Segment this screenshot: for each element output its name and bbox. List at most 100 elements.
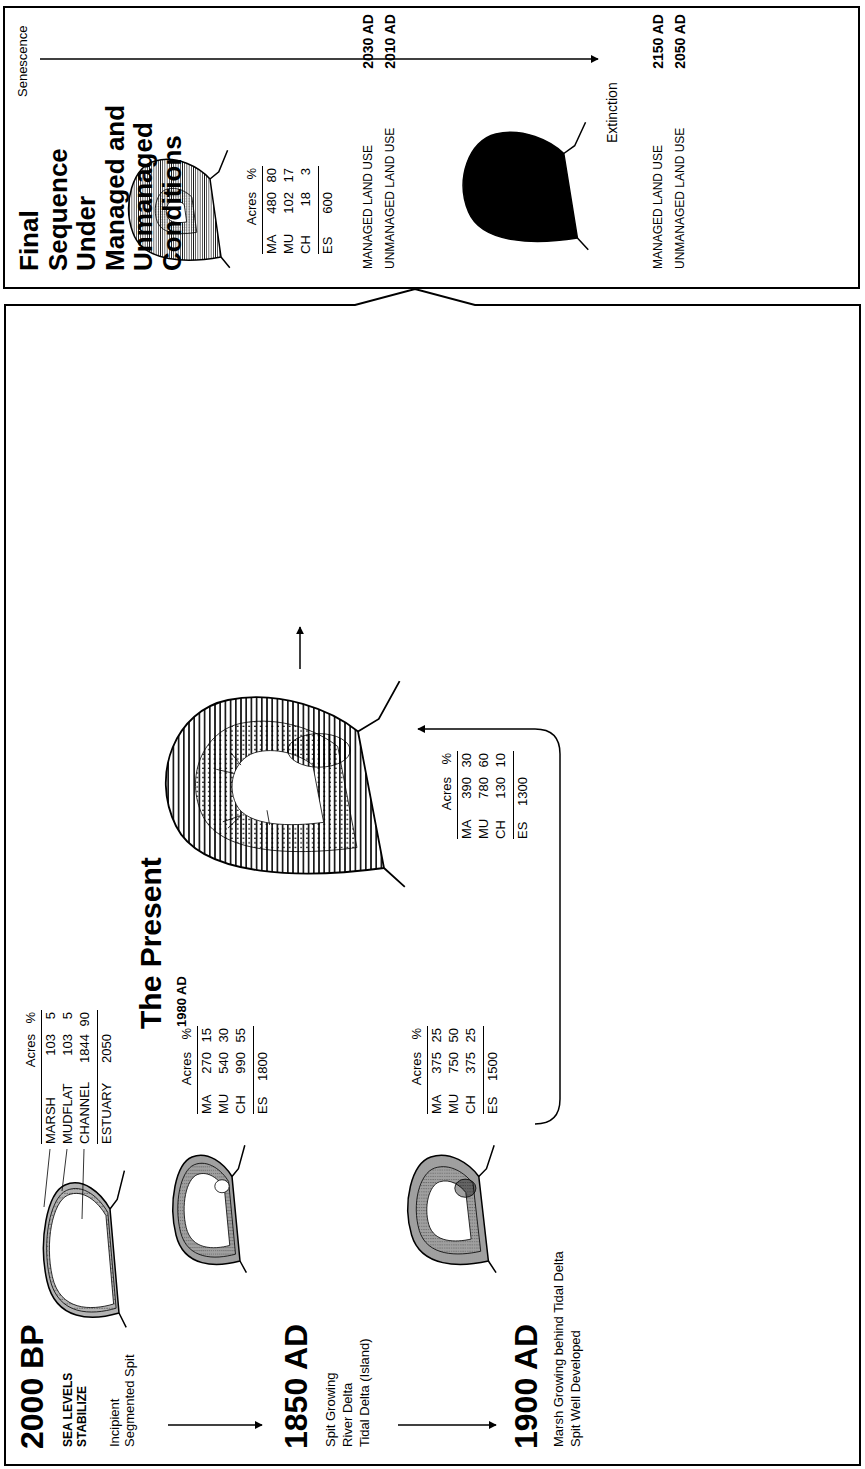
table-cell: MA — [430, 1095, 445, 1115]
table-header: Acres — [440, 777, 455, 810]
table-total: ES — [321, 237, 336, 254]
table-total: 2050 — [100, 1034, 115, 1063]
table-cell: 18 — [299, 192, 314, 206]
stage-note: Spit Growing — [324, 1373, 339, 1447]
table-cell: 270 — [200, 1052, 215, 1074]
table-cell: 30 — [217, 1028, 232, 1042]
map-1900 — [408, 1145, 496, 1272]
table-rule — [483, 1026, 484, 1114]
land-use: UNMANAGED LAND USE — [384, 128, 398, 269]
stage-note: Senescence — [16, 25, 31, 97]
table-cell: 50 — [447, 1028, 462, 1042]
table-header: % — [245, 168, 260, 180]
table-cell: 390 — [460, 777, 475, 799]
table-cell: 130 — [494, 777, 509, 799]
table-cell: MU — [217, 1094, 232, 1114]
stage-heading: 2000 BP — [14, 1324, 51, 1449]
table-cell: 1844 — [78, 1034, 93, 1063]
panel-title: Final Sequence Under Managed and Unmanag… — [15, 86, 187, 271]
table-cell: 10 — [494, 753, 509, 767]
table-total: 1800 — [256, 1052, 271, 1081]
map-1850 — [173, 1145, 247, 1272]
stage-heading: The Present — [134, 857, 169, 1029]
table-cell: 90 — [78, 1012, 93, 1026]
table-cell: CHANNEL — [78, 1082, 93, 1144]
land-use-date: 2010 AD — [382, 14, 398, 69]
table-rule — [427, 1026, 428, 1114]
table-total: 1500 — [486, 1052, 501, 1081]
table-rule — [197, 1026, 198, 1114]
table-total: ES — [256, 1097, 271, 1114]
stage-heading: 1850 AD — [278, 1324, 315, 1449]
table-cell: 5 — [61, 1012, 76, 1019]
table-total: ES — [516, 822, 531, 839]
table-header: % — [180, 1028, 195, 1040]
table-cell: 102 — [282, 192, 297, 214]
final-sequence-panel: Final Sequence Under Managed and Unmanag… — [3, 6, 860, 289]
table-header: % — [410, 1028, 425, 1040]
table-cell: MU — [477, 819, 492, 839]
map-present — [166, 681, 405, 887]
stage-note: SEA LEVELS STABILIZE — [62, 1352, 90, 1447]
table-cell: 540 — [217, 1052, 232, 1074]
table-cell: 5 — [44, 1012, 59, 1019]
leader-lines — [44, 1149, 84, 1219]
table-rule — [513, 751, 514, 839]
table-cell: 103 — [61, 1034, 76, 1056]
table-cell: CH — [494, 820, 509, 839]
table-cell: 55 — [234, 1028, 249, 1042]
stage-note: River Delta — [341, 1383, 356, 1447]
stage-heading: 1900 AD — [508, 1324, 545, 1449]
stage-note: Spit Well Developed — [569, 1330, 584, 1447]
stage-note: Marsh Growing behind Tidal Delta — [552, 1251, 567, 1447]
table-cell: MU — [447, 1094, 462, 1114]
table-header: Acres — [245, 192, 260, 225]
table-header: % — [440, 753, 455, 765]
map-extinction — [463, 122, 588, 249]
table-cell: 480 — [265, 192, 280, 214]
table-header: % — [24, 1012, 39, 1024]
table-cell: 60 — [477, 753, 492, 767]
stage-note: Extinction — [604, 82, 620, 143]
table-rule — [318, 166, 319, 254]
table-cell: 25 — [430, 1028, 445, 1042]
table-cell: CH — [464, 1095, 479, 1114]
table-cell: MA — [265, 235, 280, 255]
table-cell: 103 — [44, 1034, 59, 1056]
land-use-date: 2030 AD — [360, 14, 376, 69]
table-cell: 375 — [430, 1052, 445, 1074]
table-cell: MA — [460, 820, 475, 840]
table-header: Acres — [180, 1052, 195, 1085]
table-cell: CH — [299, 235, 314, 254]
table-rule — [457, 751, 458, 839]
table-cell: CH — [234, 1095, 249, 1114]
table-total: 1300 — [516, 777, 531, 806]
land-use: MANAGED LAND USE — [652, 145, 666, 269]
table-cell: 780 — [477, 777, 492, 799]
table-rule — [253, 1026, 254, 1114]
stage-note: Incipient Segmented Spit — [108, 1337, 138, 1447]
table-cell: MA — [200, 1095, 215, 1115]
table-total: ES — [486, 1097, 501, 1114]
table-cell: 80 — [265, 168, 280, 182]
table-cell: 17 — [282, 168, 297, 182]
left-frame — [5, 289, 860, 1465]
table-rule — [41, 1010, 42, 1144]
stage-date: 1980 AD — [175, 976, 190, 1027]
land-use: MANAGED LAND USE — [362, 145, 376, 269]
table-cell: 750 — [447, 1052, 462, 1074]
land-use-date: 2050 AD — [672, 14, 688, 69]
table-cell: 3 — [299, 168, 314, 175]
table-rule — [97, 1010, 98, 1144]
land-use: UNMANAGED LAND USE — [674, 128, 688, 269]
land-use-date: 2150 AD — [650, 14, 666, 69]
table-cell: MARSH — [44, 1097, 59, 1144]
table-cell: 15 — [200, 1028, 215, 1042]
table-header: Acres — [410, 1052, 425, 1085]
table-cell: 25 — [464, 1028, 479, 1042]
table-cell: 375 — [464, 1052, 479, 1074]
table-total: ESTUARY — [100, 1083, 115, 1144]
table-header: Acres — [24, 1034, 39, 1067]
map-2000bp — [43, 1171, 126, 1328]
